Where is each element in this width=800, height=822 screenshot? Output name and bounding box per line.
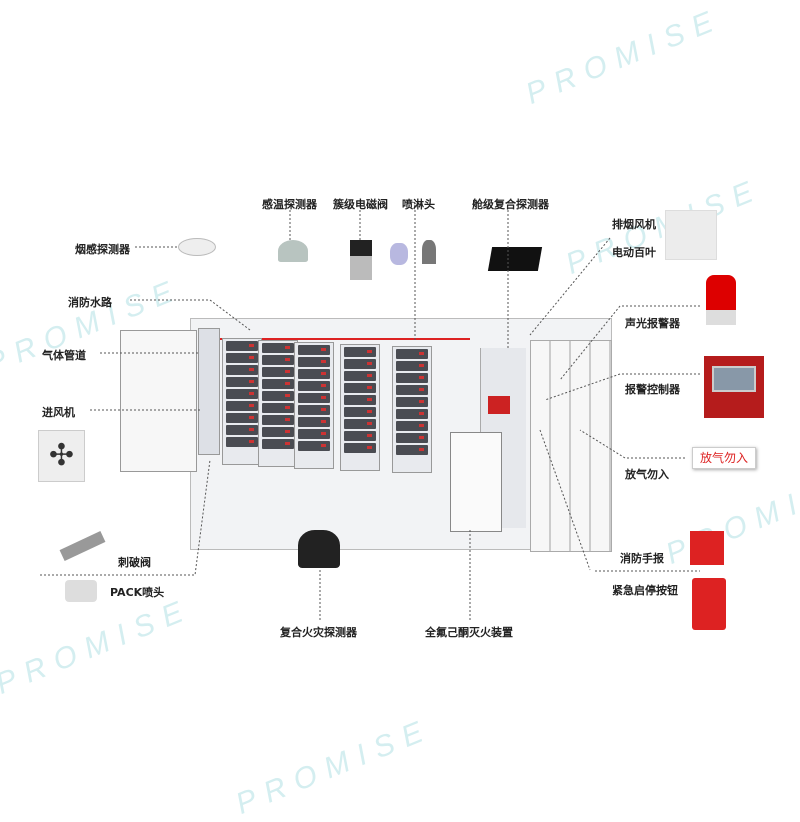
no-entry-sign: 放气勿入 (692, 447, 756, 469)
label-manual-call-point: 消防手报 (620, 552, 664, 565)
sprinkler-head-icon (422, 240, 436, 264)
battery-rack (340, 344, 380, 471)
controller-screen (712, 366, 756, 392)
exhaust-louver-icon (665, 210, 717, 260)
battery-rack (222, 338, 262, 465)
label-emergency-stop-button: 紧急启停按钮 (612, 584, 678, 597)
label-alarm-controller: 报警控制器 (625, 383, 680, 396)
label-electric-louver: 电动百叶 (612, 246, 656, 259)
label-puncture-valve: 刺破阀 (118, 556, 151, 569)
battery-rack (392, 346, 432, 473)
smoke-detector-icon (178, 238, 216, 256)
red-water-line (210, 338, 470, 340)
label-extinguisher: 全氟己酮灭火装置 (425, 626, 513, 639)
leader-lines (40, 210, 700, 620)
battery-rack (294, 342, 334, 469)
label-composite-fire-detector: 复合火灾探测器 (280, 626, 357, 639)
label-cluster-solenoid-valve: 簇级电磁阀 (333, 198, 388, 211)
label-pack-nozzle: PACK喷头 (110, 586, 165, 599)
label-sprinkler: 喷淋头 (402, 198, 435, 211)
alarm-controller-wall (488, 396, 510, 414)
label-temp-detector: 感温探测器 (262, 198, 317, 211)
label-audible-visual-alarm: 声光报警器 (625, 317, 680, 330)
manual-call-point-icon (690, 531, 724, 565)
pack-nozzle-icon (65, 580, 97, 602)
label-fire-water-line: 消防水路 (68, 296, 112, 309)
alarm-controller-icon (704, 356, 764, 418)
label-cabin-composite-detector: 舱级复合探测器 (472, 198, 549, 211)
electrical-panel (198, 328, 220, 455)
composite-fire-detector-icon (298, 530, 340, 568)
label-exhaust-fan: 排烟风机 (612, 218, 656, 231)
extinguisher-cabinet (450, 432, 502, 532)
alarm-beacon-icon (706, 275, 736, 325)
container-door (120, 330, 197, 472)
solenoid-valve-icon (350, 240, 372, 280)
emergency-stop-icon (692, 578, 726, 630)
label-smoke-detector: 烟感探测器 (75, 243, 130, 256)
sprinkler-icon (390, 243, 408, 265)
label-no-entry-gas: 放气勿入 (625, 468, 669, 481)
intake-fan-icon: ✣ (38, 430, 85, 482)
battery-rack (258, 340, 298, 467)
label-intake-fan: 进风机 (42, 406, 75, 419)
temp-detector-icon (278, 240, 308, 262)
label-gas-pipe: 气体管道 (42, 349, 86, 362)
